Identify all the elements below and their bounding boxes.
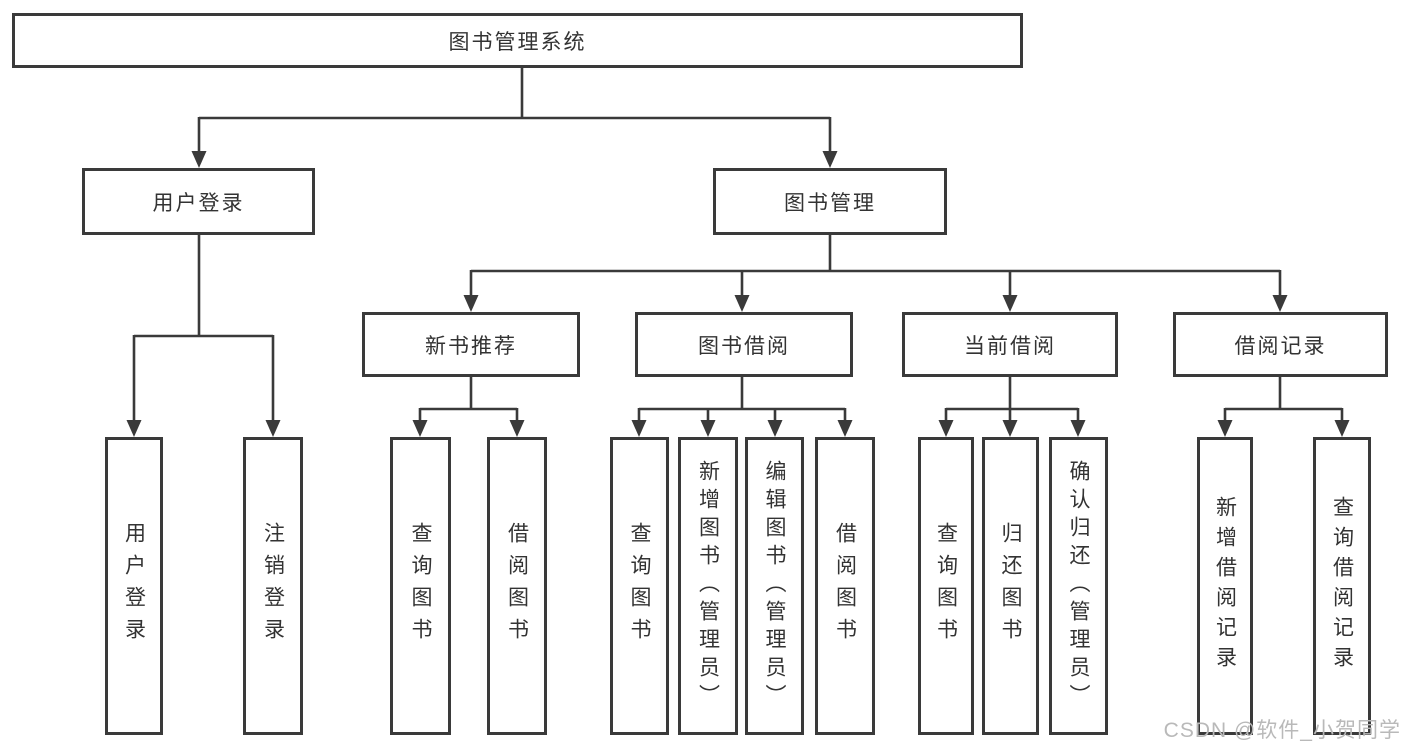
node-leaf-return-book: 归还图书: [982, 437, 1039, 735]
node-leaf-borrow-books-2: 借阅图书: [815, 437, 875, 735]
node-leaf-confirm-return-admin: 确认归还（管理员）: [1049, 437, 1108, 735]
node-current-borrowing: 当前借阅: [902, 312, 1118, 377]
node-leaf-add-borrow-record: 新增借阅记录: [1197, 437, 1253, 735]
arrowhead-icons: [126, 151, 1350, 437]
node-root-system: 图书管理系统: [12, 13, 1023, 68]
node-leaf-query-books-1: 查询图书: [390, 437, 451, 735]
node-leaf-add-book-admin: 新增图书（管理员）: [678, 437, 738, 735]
node-leaf-query-borrow-record: 查询借阅记录: [1313, 437, 1371, 735]
node-book-management: 图书管理: [713, 168, 947, 235]
node-leaf-logout: 注销登录: [243, 437, 303, 735]
node-leaf-user-login: 用户登录: [105, 437, 163, 735]
node-leaf-borrow-books-1: 借阅图书: [487, 437, 547, 735]
node-leaf-edit-book-admin: 编辑图书（管理员）: [745, 437, 804, 735]
node-book-borrowing: 图书借阅: [635, 312, 853, 377]
node-leaf-query-books-2: 查询图书: [610, 437, 669, 735]
node-leaf-query-books-3: 查询图书: [918, 437, 974, 735]
node-new-book-recommend: 新书推荐: [362, 312, 580, 377]
node-borrowing-records: 借阅记录: [1173, 312, 1388, 377]
node-user-login: 用户登录: [82, 168, 315, 235]
